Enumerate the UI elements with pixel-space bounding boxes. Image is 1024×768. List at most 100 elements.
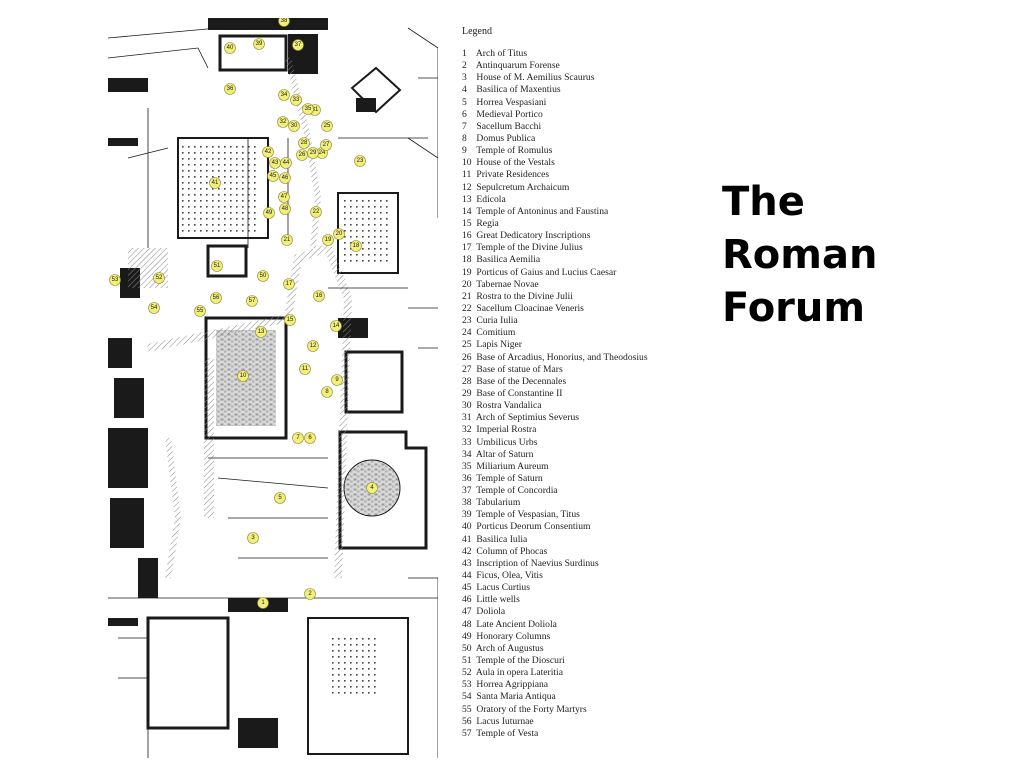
- legend-item-label: Regia: [476, 217, 499, 229]
- legend-item-number: 45: [462, 582, 472, 594]
- legend-item: 19 Porticus of Gaius and Lucius Caesar: [462, 267, 648, 279]
- svg-text:31: 31: [312, 107, 319, 113]
- legend-item-number: 46: [462, 594, 472, 606]
- legend-item-label: Antinquarum Forense: [475, 60, 560, 72]
- legend-item: 13 Edicola: [462, 194, 648, 206]
- legend-item: 42 Column of Phocas: [462, 546, 648, 558]
- legend-item-label: Temple of Romulus: [476, 145, 553, 157]
- map-marker: 32: [277, 116, 289, 128]
- svg-text:39: 39: [256, 41, 263, 47]
- legend-item: 39 Temple of Vespasian, Titus: [462, 509, 648, 521]
- svg-text:9: 9: [335, 377, 339, 383]
- map-marker: 48: [279, 203, 291, 215]
- map-marker: 30: [288, 120, 300, 132]
- map-marker: 46: [279, 172, 291, 184]
- svg-text:10: 10: [240, 373, 247, 379]
- map-marker: 56: [210, 292, 222, 304]
- legend-item-label: Base of statue of Mars: [476, 363, 563, 375]
- legend-item: 14 Temple of Antoninus and Faustina: [462, 206, 648, 218]
- legend-item-label: Sacellum Cloacinae Veneris: [476, 302, 584, 314]
- map-marker: 25: [321, 120, 333, 132]
- svg-text:34: 34: [281, 92, 288, 98]
- map-marker: 57: [246, 295, 258, 307]
- svg-text:54: 54: [151, 305, 158, 311]
- svg-text:24: 24: [319, 150, 326, 156]
- legend-item: 41 Basilica Iulia: [462, 534, 648, 546]
- legend-item: 49 Honorary Columns: [462, 631, 648, 643]
- legend-item: 12 Sepulcretum Archaicum: [462, 182, 648, 194]
- legend-item-label: Tabularium: [476, 497, 521, 509]
- legend-item: 47 Doliola: [462, 606, 648, 618]
- map-marker: 22: [310, 206, 322, 218]
- svg-text:36: 36: [227, 86, 234, 92]
- svg-text:14: 14: [333, 323, 340, 329]
- legend-item-label: Domus Publica: [476, 132, 536, 144]
- map-marker: 33: [290, 94, 302, 106]
- legend-item-label: Temple of Vespasian, Titus: [476, 509, 580, 521]
- legend-item-label: Rostra Vandalica: [476, 400, 542, 412]
- svg-text:1: 1: [261, 600, 265, 606]
- map-marker: 4: [366, 482, 378, 494]
- legend-item-label: Base of the Decennales: [476, 375, 567, 387]
- legend-item-number: 57: [462, 727, 472, 739]
- legend-item-label: House of the Vestals: [476, 157, 555, 169]
- legend-item-label: Honorary Columns: [476, 630, 551, 642]
- legend-item-number: 13: [462, 193, 472, 205]
- map-marker: 40: [224, 42, 236, 54]
- svg-text:21: 21: [284, 237, 291, 243]
- legend-item-number: 22: [462, 302, 472, 314]
- svg-text:3: 3: [251, 535, 255, 541]
- svg-text:43: 43: [272, 160, 279, 166]
- legend-item-number: 43: [462, 557, 472, 569]
- legend-item-label: Arch of Septimius Severus: [475, 412, 579, 424]
- map-marker: 6: [304, 432, 316, 444]
- map-marker: 52: [153, 272, 165, 284]
- legend-item-label: Little wells: [476, 594, 520, 606]
- svg-text:50: 50: [260, 273, 267, 279]
- legend-item: 56 Lacus Iuturnae: [462, 716, 648, 728]
- legend-item: 43 Inscription of Naevius Surdinus: [462, 558, 648, 570]
- svg-text:30: 30: [291, 123, 298, 129]
- legend-item-number: 41: [462, 533, 472, 545]
- legend-item: 25 Lapis Niger: [462, 339, 648, 351]
- map-marker: 15: [284, 314, 296, 326]
- legend-item-number: 24: [462, 327, 472, 339]
- legend-item-label: Sacellum Bacchi: [476, 120, 542, 132]
- legend-item-label: Santa Maria Antiqua: [476, 691, 556, 703]
- legend-item-number: 32: [462, 424, 472, 436]
- legend-item-number: 18: [462, 254, 472, 266]
- map-marker: 9: [331, 374, 343, 386]
- legend-item-number: 44: [462, 570, 472, 582]
- map-marker: 41: [209, 177, 221, 189]
- svg-text:26: 26: [299, 152, 306, 158]
- svg-text:13: 13: [258, 329, 265, 335]
- map-marker: 17: [283, 278, 295, 290]
- legend-item-label: Base of Arcadius, Honorius, and Theodosi…: [476, 351, 648, 363]
- map-marker: 44: [280, 157, 292, 169]
- legend-item-number: 51: [462, 655, 472, 667]
- slide-title: The Roman Forum: [722, 176, 942, 335]
- legend-item-number: 4: [462, 84, 467, 96]
- map-marker: 39: [253, 38, 265, 50]
- legend-item-number: 2: [462, 60, 467, 72]
- svg-text:53: 53: [112, 277, 119, 283]
- legend-item-number: 54: [462, 691, 472, 703]
- map-marker: 45: [267, 170, 279, 182]
- legend-item: 45 Lacus Curtius: [462, 582, 648, 594]
- legend-item-number: 25: [462, 339, 472, 351]
- map-marker: 36: [224, 83, 236, 95]
- legend-item-label: Temple of Concordia: [476, 485, 558, 497]
- map-marker: 8: [321, 386, 333, 398]
- legend-item-number: 50: [462, 642, 472, 654]
- map-marker: 19: [322, 234, 334, 246]
- svg-text:4: 4: [370, 485, 374, 491]
- legend-item: 38 Tabularium: [462, 497, 648, 509]
- svg-text:17: 17: [286, 281, 293, 287]
- svg-text:28: 28: [301, 140, 308, 146]
- title-line: Forum: [722, 285, 866, 331]
- svg-text:8: 8: [325, 389, 329, 395]
- map-marker: 35: [302, 103, 314, 115]
- legend-item: 29 Base of Constantine II: [462, 388, 648, 400]
- legend-item-label: Edicola: [476, 193, 506, 205]
